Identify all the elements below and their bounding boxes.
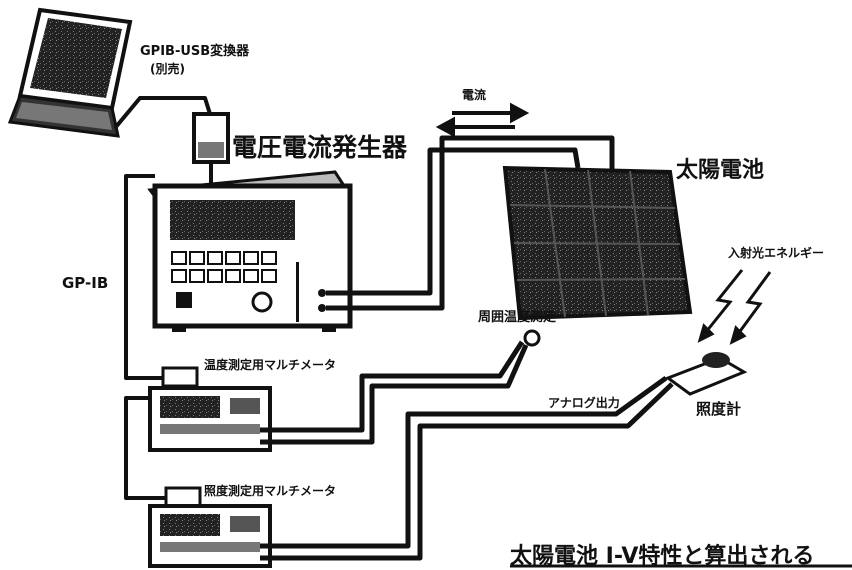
gpib-usb-converter-label: GPIB-USB変換器 — [140, 40, 249, 59]
temperature-probe-icon — [525, 331, 539, 345]
voltage-current-generator-icon — [150, 172, 350, 332]
solar-cell-label: 太陽電池 — [676, 152, 764, 184]
ambient-temp-measurement-label: 周囲温度測定 — [478, 306, 556, 325]
current-label: 電流 — [462, 86, 486, 103]
illuminance-multimeter-icon — [150, 488, 270, 566]
gpib-label: GP-IB — [62, 274, 108, 292]
temp-multimeter-label: 温度測定用マルチメータ — [204, 356, 336, 373]
illuminance-multimeter-label: 照度測定用マルチメータ — [204, 482, 336, 499]
solar-cell-icon — [505, 168, 690, 318]
incident-light-energy-label: 入射光エネルギー — [728, 244, 824, 261]
gpib-usb-converter-icon — [194, 114, 228, 162]
analog-output-label: アナログ出力 — [548, 394, 620, 411]
laptop-icon — [10, 10, 130, 136]
temperature-multimeter-icon — [150, 368, 270, 450]
current-arrows — [440, 106, 525, 134]
light-rays-icon — [700, 270, 770, 342]
illuminometer-label: 照度計 — [696, 398, 741, 419]
bottom-title: 太陽電池 I-V特性と算出される — [510, 538, 814, 570]
voltage-current-generator-label: 電圧電流発生器 — [232, 128, 407, 164]
gpib-usb-note-label: (別売) — [150, 60, 185, 77]
illuminometer-icon — [668, 352, 744, 394]
